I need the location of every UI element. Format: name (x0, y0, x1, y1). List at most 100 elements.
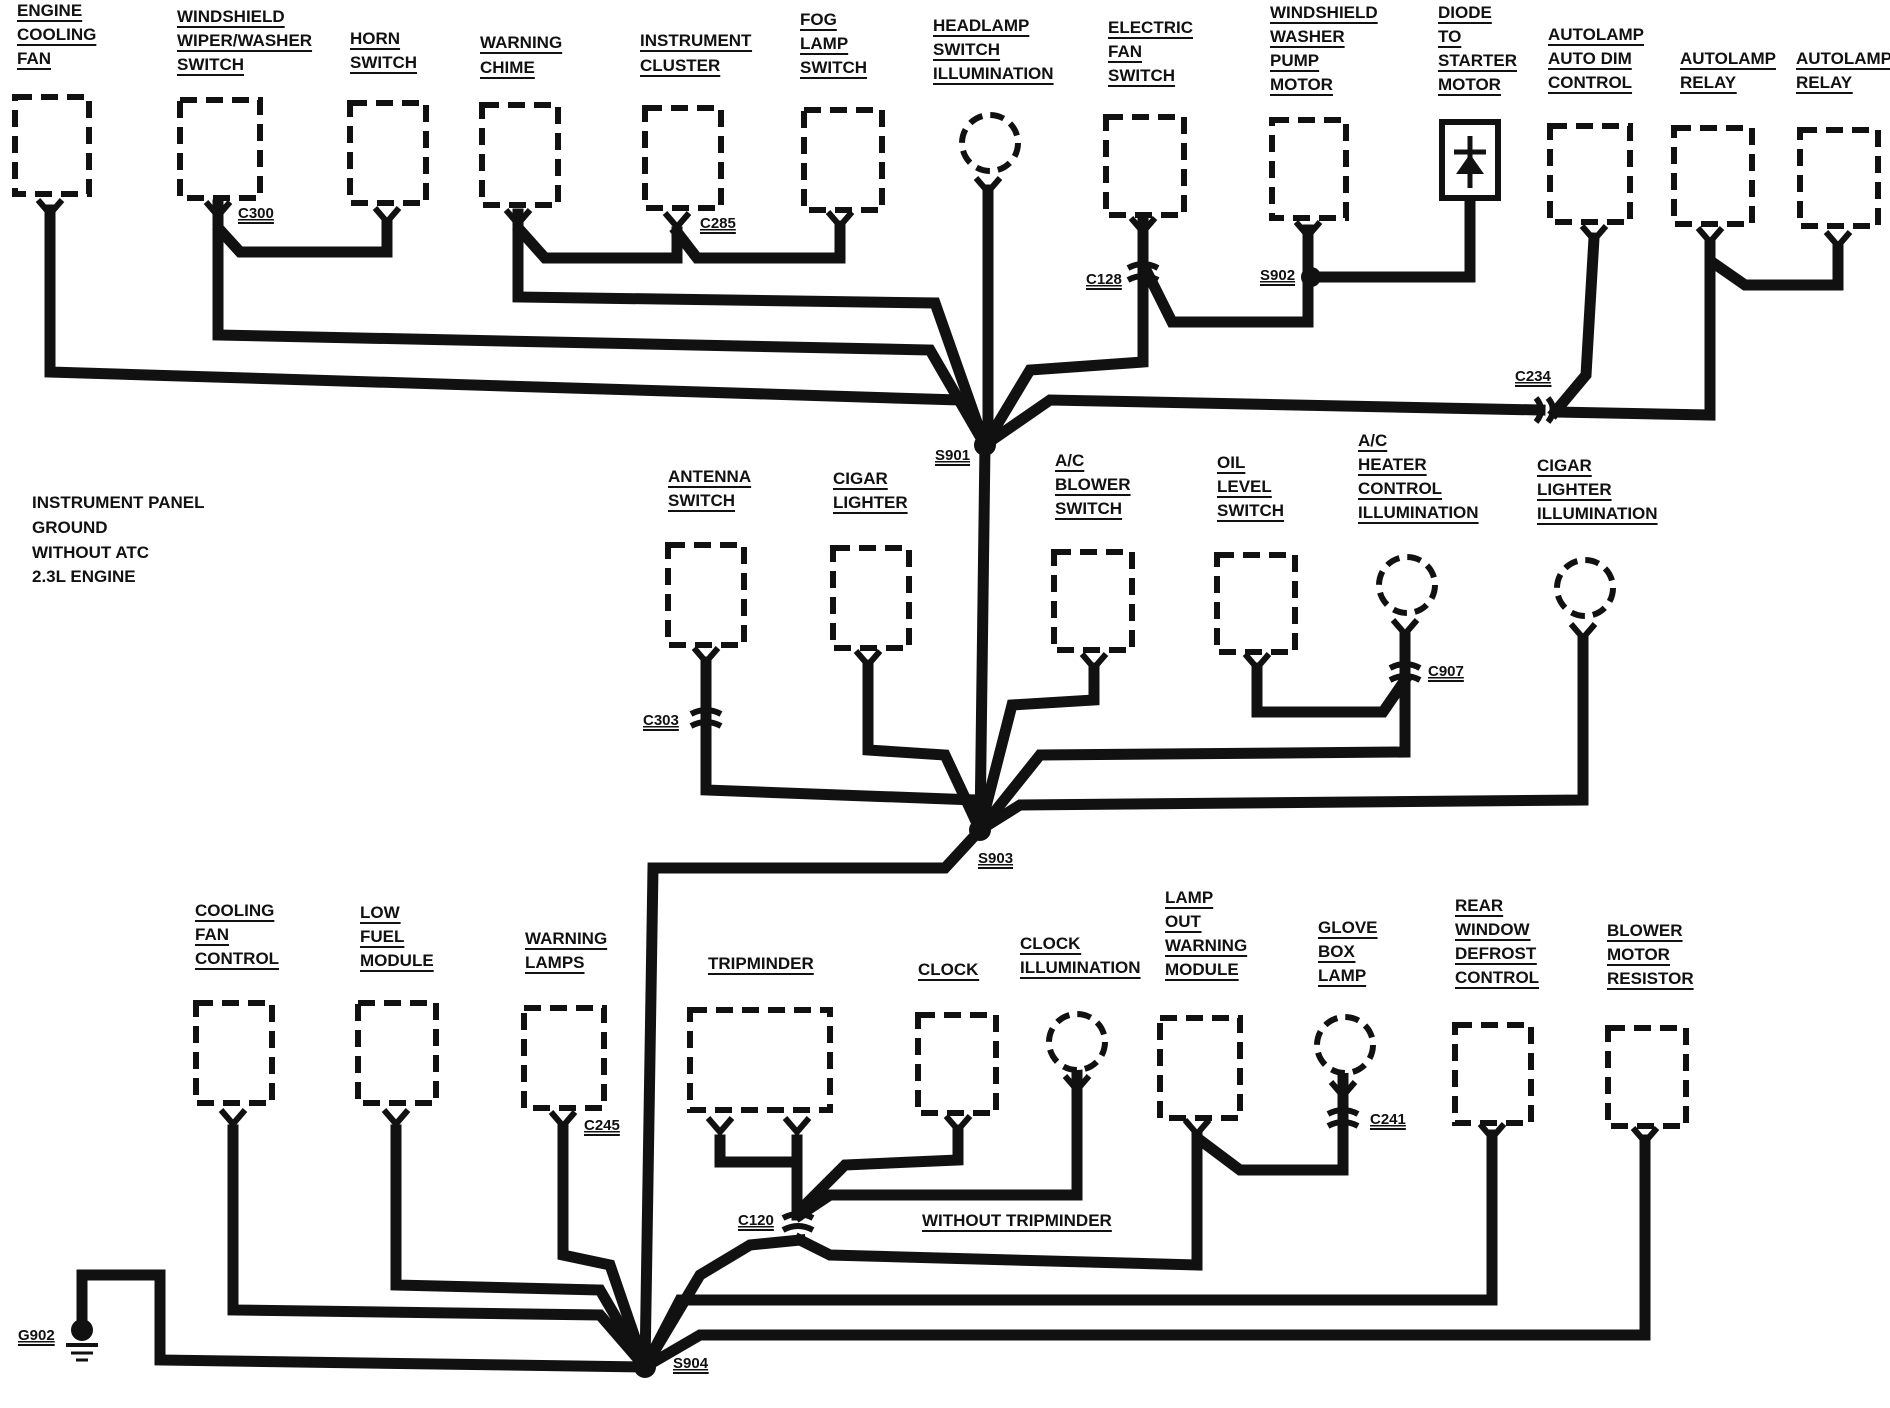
wiper-washer-switch-box (177, 97, 263, 201)
connector-c241-mark (1326, 1107, 1360, 1129)
wire-s901-to-s903 (974, 439, 991, 836)
components (12, 94, 1881, 1147)
warning-chime-box (479, 102, 561, 208)
label-electric-fan-1: ELECTRIC (1108, 18, 1193, 37)
label-tripminder: TRIPMINDER (708, 954, 814, 973)
wires (44, 184, 1844, 1375)
label-cooling-fan-control-2: FAN (195, 925, 229, 944)
label-heater-2: HEATER (1358, 455, 1427, 474)
lamp-out-module-box (1157, 1015, 1243, 1121)
low-fuel-terminal (381, 1108, 411, 1129)
label-pump-4: MOTOR (1270, 75, 1333, 94)
label-glove-1: GLOVE (1318, 918, 1378, 937)
label-relay2-2: RELAY (1796, 73, 1853, 92)
wire-s903-to-s904 (639, 822, 988, 1373)
label-cluster-2: CLUSTER (640, 56, 720, 75)
label-diode-2: TO (1438, 27, 1461, 46)
wire-chime-to-cluster (512, 222, 683, 264)
label-cigar-1: CIGAR (833, 469, 888, 488)
label-lamp-out-4: MODULE (1165, 960, 1239, 979)
label-engine-cooling-fan-1: ENGINE (17, 1, 82, 20)
label-relay1-2: RELAY (1680, 73, 1737, 92)
wire-lighter-illumination (972, 634, 1589, 838)
label-heater-3: CONTROL (1358, 479, 1442, 498)
label-warning-lamps-2: LAMPS (525, 953, 585, 972)
title-line-4: 2.3L ENGINE (32, 567, 136, 586)
headlamp-terminal (973, 176, 1003, 197)
label-lamp-out-2: OUT (1165, 912, 1202, 931)
wire-heater-illumination (972, 629, 1411, 838)
label-c241: C241 (1370, 1111, 1406, 1128)
label-low-fuel-1: LOW (360, 903, 401, 922)
wire-horn (212, 220, 393, 258)
label-clock-illum-1: CLOCK (1020, 934, 1081, 953)
cooling-fan-control-terminal (218, 1108, 248, 1129)
label-pump-3: PUMP (1270, 51, 1319, 70)
connector-c907-mark (1388, 661, 1422, 683)
splice-s904 (634, 1356, 656, 1378)
label-blower-resistor-1: BLOWER (1607, 921, 1683, 940)
label-heater-1: A/C (1358, 431, 1387, 450)
warning-chime-terminal (503, 208, 533, 229)
label-c128: C128 (1086, 271, 1122, 288)
horn-terminal (372, 206, 402, 227)
label-rear-defrost-4: CONTROL (1455, 968, 1539, 987)
label-chime-1: WARNING (480, 33, 562, 52)
cigar-lighter-box (830, 545, 912, 651)
label-autodim-3: CONTROL (1548, 73, 1632, 92)
label-rear-defrost-3: DEFROST (1455, 944, 1537, 963)
antenna-terminal (691, 646, 721, 667)
low-fuel-module-box (355, 1000, 439, 1106)
wire-fan-to-pump (1138, 262, 1314, 328)
label-rear-defrost-2: WINDOW (1455, 920, 1531, 939)
ac-blower-terminal (1079, 652, 1109, 673)
label-rear-defrost-1: REAR (1455, 896, 1503, 915)
wire-blower-resistor (637, 1134, 1651, 1375)
label-oil-2: LEVEL (1217, 477, 1272, 496)
label-electric-fan-2: FAN (1108, 42, 1142, 61)
warning-lamps-terminal (548, 1110, 578, 1131)
wire-electric-fan (977, 216, 1149, 453)
autolamp-autodim-box (1547, 123, 1633, 225)
wire-rear-defrost (637, 1129, 1498, 1375)
relay-2-terminal (1823, 230, 1853, 251)
label-horn-2: SWITCH (350, 53, 417, 72)
label-c300: C300 (238, 205, 274, 222)
label-s901: S901 (935, 447, 970, 464)
label-g902: G902 (18, 1327, 55, 1344)
splice-s903 (969, 819, 991, 841)
tripminder-box (687, 1007, 833, 1113)
label-relay2-1: AUTOLAMP (1796, 49, 1890, 68)
tripminder-terminal-right (782, 1116, 812, 1137)
cooling-fan-control-box (193, 1000, 275, 1106)
lamp-out-terminal (1182, 1118, 1212, 1139)
label-c907: C907 (1428, 663, 1464, 680)
component-labels: ENGINE COOLING FAN WINDSHIELD WIPER/WASH… (17, 1, 1890, 990)
wire-cigar-lighter (862, 659, 988, 838)
label-headlamp-2: SWITCH (933, 40, 1000, 59)
label-c285: C285 (700, 215, 736, 232)
label-fog-2: LAMP (800, 34, 848, 53)
label-pump-1: WINDSHIELD (1270, 3, 1378, 22)
label-fog-1: FOG (800, 10, 837, 29)
wire-cooling-fan-control (227, 1124, 653, 1375)
oil-level-switch-box (1214, 552, 1298, 655)
horn-switch-box (347, 100, 429, 206)
label-pump-2: WASHER (1270, 27, 1345, 46)
label-ac-blower-3: SWITCH (1055, 499, 1122, 518)
label-oil-1: OIL (1217, 453, 1245, 472)
label-antenna-2: SWITCH (668, 491, 735, 510)
wire-clock-illumination (792, 1064, 1083, 1223)
label-lighter-illum-1: CIGAR (1537, 456, 1592, 475)
label-antenna-1: ANTENNA (668, 467, 751, 486)
label-cooling-fan-control-1: COOLING (195, 901, 274, 920)
blower-resistor-terminal (1630, 1126, 1660, 1147)
label-headlamp-3: ILLUMINATION (933, 64, 1054, 83)
lighter-illumination-terminal (1568, 622, 1598, 643)
label-glove-2: BOX (1318, 942, 1356, 961)
label-s903: S903 (978, 850, 1013, 867)
instrument-cluster-box (642, 105, 724, 211)
label-heater-4: ILLUMINATION (1358, 503, 1479, 522)
